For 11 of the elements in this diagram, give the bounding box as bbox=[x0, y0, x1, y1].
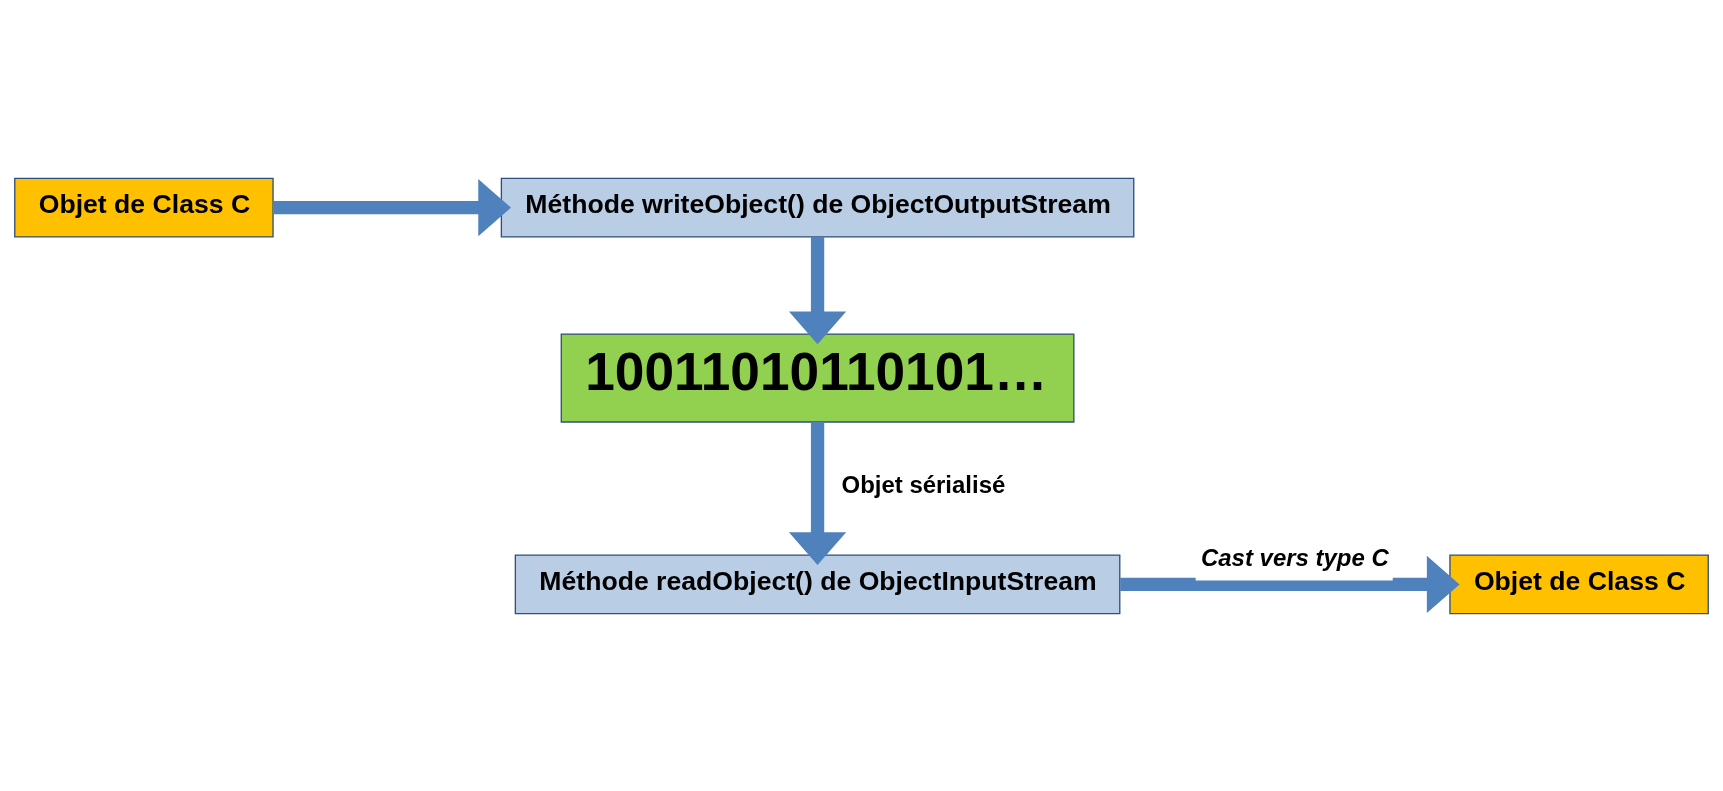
arrow bbox=[788, 421, 847, 565]
edge-label: Cast vers type C bbox=[1200, 543, 1389, 571]
node-box: Objet de Class C bbox=[1449, 553, 1709, 614]
node-box: Objet de Class C bbox=[14, 177, 274, 238]
arrow bbox=[1120, 555, 1460, 613]
edge-label: Objet sérialisé bbox=[841, 470, 1006, 498]
node-box: Méthode readObject() de ObjectInputStream bbox=[514, 553, 1121, 614]
node-box: Méthode writeObject() de ObjectOutputStream bbox=[500, 177, 1135, 238]
arrow bbox=[273, 178, 511, 236]
node-box: 10011010110101… bbox=[560, 332, 1075, 423]
arrow bbox=[788, 236, 847, 344]
